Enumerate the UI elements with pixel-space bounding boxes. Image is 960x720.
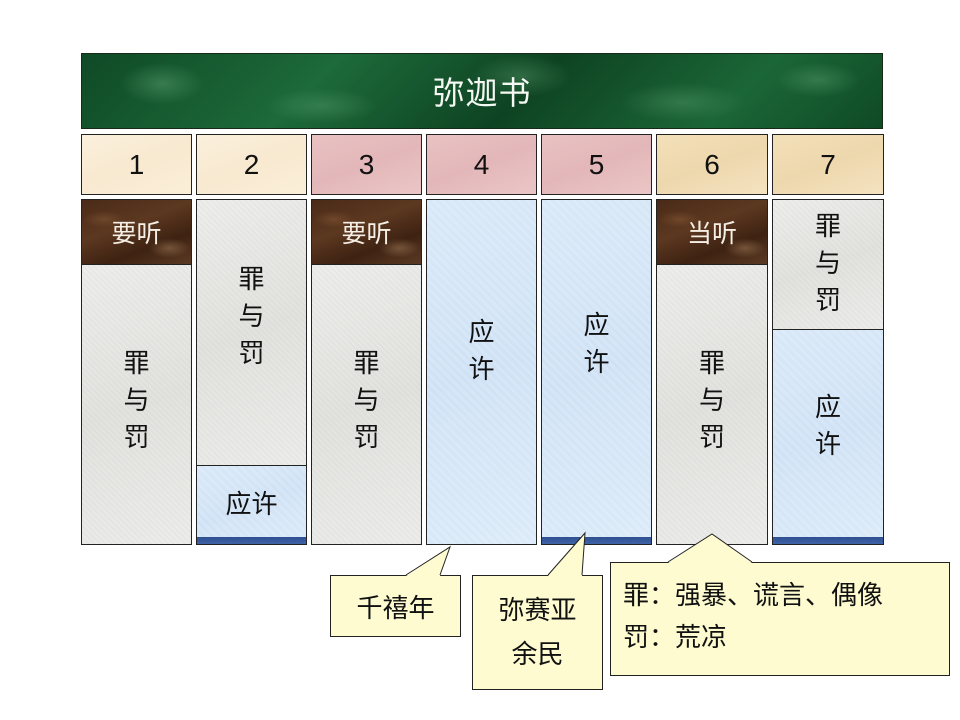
promise-block: 应许 <box>196 465 307 545</box>
sin-detail-line: 罪：强暴、谎言、偶像 <box>623 581 884 611</box>
sin-punishment-block: 罪与罚 <box>196 199 307 466</box>
blue-band <box>197 537 306 544</box>
chapter-number: 4 <box>473 148 490 180</box>
chapter-number: 6 <box>704 148 720 180</box>
promise-label: 应许 <box>583 311 610 378</box>
chapter-3-column: 要听 罪与罚 <box>311 199 422 545</box>
call-to-hear-block: 要听 <box>81 199 192 265</box>
promise-label: 应许 <box>815 393 842 460</box>
promise-label: 应许 <box>225 489 278 520</box>
book-title: 弥迦书 <box>432 74 532 112</box>
sin-punishment-block: 罪与罚 <box>81 264 192 545</box>
sin-punishment-label: 罪与罚 <box>238 265 265 369</box>
chapter-number: 2 <box>243 148 260 180</box>
promise-block: 应许 <box>541 199 652 545</box>
chapter-5-header: 5 <box>541 134 652 195</box>
chapter-number: 3 <box>358 148 375 180</box>
chapter-number: 7 <box>820 148 836 180</box>
sin-punishment-label: 罪与罚 <box>123 349 150 453</box>
chapter-4-header: 4 <box>426 134 537 195</box>
remnant-line-1: 弥赛亚 <box>498 595 577 626</box>
millennium-callout: 千禧年 <box>330 575 461 637</box>
blue-band <box>773 537 883 544</box>
chapter-2-header: 2 <box>196 134 307 195</box>
call-label: 要听 <box>111 219 162 248</box>
sin-punishment-label: 罪与罚 <box>699 349 726 453</box>
chapter-3-header: 3 <box>311 134 422 195</box>
promise-block: 应许 <box>772 329 884 545</box>
sin-punishment-block: 罪与罚 <box>656 264 768 545</box>
chapter-4-column: 应许 <box>426 199 537 545</box>
remnant-line-2: 余民 <box>511 639 564 670</box>
promise-label: 应许 <box>468 318 495 385</box>
chapter-2-column: 罪与罚 应许 <box>196 199 307 545</box>
sin-punishment-label: 罪与罚 <box>353 349 380 453</box>
chapter-5-column: 应许 <box>541 199 652 545</box>
chapter-number: 1 <box>128 148 145 180</box>
sin-punishment-block: 罪与罚 <box>772 199 884 330</box>
chapter-7-column: 罪与罚 应许 <box>772 199 884 545</box>
chapter-6-column: 当听 罪与罚 <box>656 199 768 545</box>
punishment-detail-line: 罚：荒凉 <box>623 623 728 653</box>
messiah-remnant-callout: 弥赛亚 余民 <box>472 575 603 690</box>
promise-block: 应许 <box>426 199 537 545</box>
chapter-7-header: 7 <box>772 134 884 195</box>
millennium-label: 千禧年 <box>356 593 435 624</box>
chapter-1-header: 1 <box>81 134 192 195</box>
chapter-number: 5 <box>588 148 605 180</box>
sin-punishment-block: 罪与罚 <box>311 264 422 545</box>
blue-band <box>542 537 651 544</box>
sin-punishment-label: 罪与罚 <box>815 212 842 316</box>
call-to-hear-block: 要听 <box>311 199 422 265</box>
chapter-1-column: 要听 罪与罚 <box>81 199 192 545</box>
book-title-bar: 弥迦书 <box>81 53 883 129</box>
chapter-6-header: 6 <box>656 134 768 195</box>
call-to-hear-block: 当听 <box>656 199 768 265</box>
call-label: 当听 <box>686 219 737 248</box>
call-label: 要听 <box>341 219 392 248</box>
sin-punishment-callout: 罪：强暴、谎言、偶像 罚：荒凉 <box>610 562 950 676</box>
